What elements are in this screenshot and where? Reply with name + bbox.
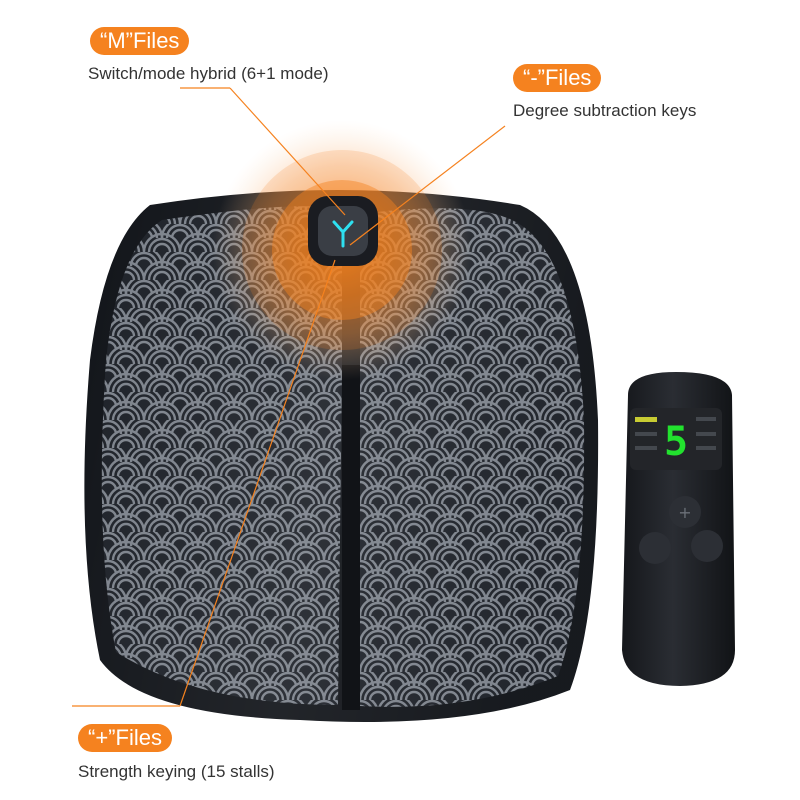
mode-symbol-icon: [332, 220, 354, 248]
plus-files-badge: “+”Files: [78, 724, 172, 752]
remote-minus-button[interactable]: [691, 530, 723, 562]
remote-display-panel: [630, 408, 722, 470]
remote-control: 5 +: [622, 372, 735, 686]
leader-line-minus: [349, 125, 506, 246]
massage-mat: [84, 190, 599, 722]
remote-buttons: +: [639, 496, 723, 564]
mat-center-divider: [342, 365, 360, 710]
minus-files-caption: Degree subtraction keys: [513, 101, 697, 120]
remote-mode-labels: [635, 417, 716, 450]
plus-files-caption: Strength keying (15 stalls): [78, 762, 275, 781]
m-files-caption: Switch/mode hybrid (6+1 mode): [88, 64, 329, 83]
svg-text:+: +: [678, 503, 691, 522]
remote-display-digit: 5: [664, 419, 688, 465]
remote-plus-button[interactable]: [669, 496, 701, 528]
mat-control-button[interactable]: [308, 196, 378, 266]
minus-files-badge: “-”Files: [513, 64, 602, 92]
leader-lines: [72, 87, 506, 707]
remote-mode-button[interactable]: [639, 532, 671, 564]
m-files-badge: “M”Files: [90, 27, 190, 55]
